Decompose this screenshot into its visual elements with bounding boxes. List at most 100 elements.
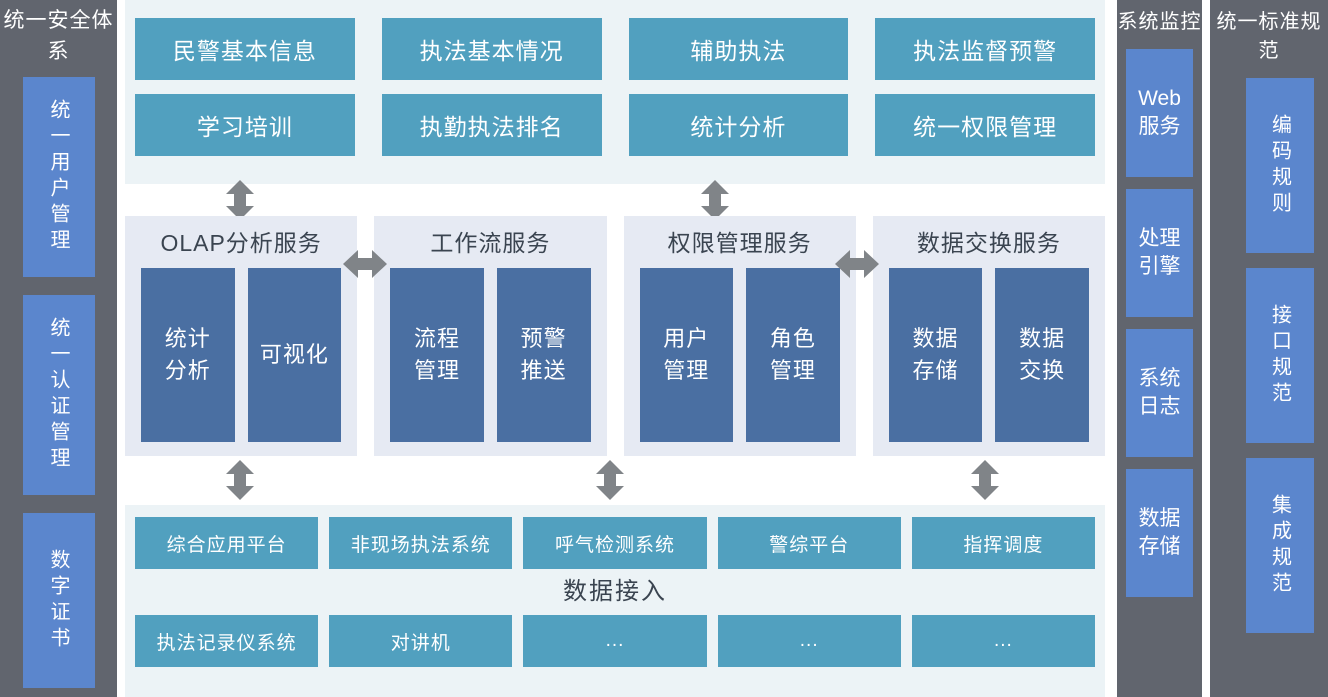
service-module-label: 角色管理 [769,326,816,383]
arrow-up-down-app-to-permission [700,180,730,220]
data-source-label: 执法记录仪系统 [156,632,297,654]
monitor-box-label: 数据存储 [1138,507,1181,558]
service-module-process-management[interactable]: 流程管理 [390,268,484,442]
service-module-label: 预警推送 [520,326,567,383]
arrow-left-right-olap-workflow [343,248,387,280]
app-box-label: 统一权限管理 [913,114,1058,140]
app-box-label: 学习培训 [196,114,293,140]
data-source-comprehensive-platform[interactable]: 综合应用平台 [135,517,319,569]
app-box-learning-training[interactable]: 学习培训 [135,94,355,156]
arrow-up-down-data-exchange-to-data [970,460,1000,500]
service-panel-title: 工作流服务 [430,230,551,256]
standard-box-interface-spec[interactable]: 接口规范 [1246,268,1314,443]
service-module-label: 统计分析 [164,326,211,383]
data-access-row-bottom: 执法记录仪系统 对讲机 ... ... ... [135,615,1095,667]
unified-standard-column: 统一标准规范 编码规则 接口规范 集成规范 [1210,0,1328,697]
standard-column-title: 统一标准规范 [1216,11,1322,62]
data-access-row-top: 综合应用平台 非现场执法系统 呼气检测系统 警综平台 指挥调度 [135,517,1095,569]
service-module-label: 数据存储 [912,326,959,383]
app-box-statistical-analysis[interactable]: 统计分析 [628,94,849,156]
app-box-enforcement-basics[interactable]: 执法基本情况 [381,18,602,80]
security-box-label: 数字证书 [47,548,69,653]
data-source-command-dispatch[interactable]: 指挥调度 [911,517,1095,569]
data-source-placeholder-2[interactable]: ... [717,615,901,667]
app-box-enforcement-supervision-alert[interactable]: 执法监督预警 [875,18,1095,80]
service-layer: OLAP分析服务 统计分析 可视化 工作流服务 流程管理 预警推送 权限管理服务… [125,216,1105,456]
service-panel-workflow: 工作流服务 流程管理 预警推送 [374,216,607,456]
left-security-column: 统一安全体系 统一用户管理 统一认证管理 数字证书 [0,0,117,697]
left-column-title: 统一安全体系 [3,9,114,63]
service-panel-title: OLAP分析服务 [160,230,322,256]
app-box-duty-enforcement-ranking[interactable]: 执勤执法排名 [381,94,602,156]
app-box-label: 执法监督预警 [913,38,1058,64]
app-box-unified-permission-management[interactable]: 统一权限管理 [875,94,1095,156]
service-module-user-management[interactable]: 用户管理 [639,268,734,442]
app-box-label: 执法基本情况 [419,38,564,64]
service-module-data-storage[interactable]: 数据存储 [888,268,983,442]
data-source-label: 对讲机 [390,632,451,654]
center-stack: 民警基本信息 执法基本情况 辅助执法 执法监督预警 学习培训 执勤执法排名 统计… [125,0,1110,697]
service-module-group: 流程管理 预警推送 [390,268,591,442]
app-box-label: 辅助执法 [690,38,787,64]
data-source-label: 警综平台 [769,534,850,556]
app-box-assisted-enforcement[interactable]: 辅助执法 [628,18,849,80]
data-source-label: 指挥调度 [963,534,1044,556]
service-module-group: 数据存储 数据交换 [888,268,1089,442]
service-module-data-exchange[interactable]: 数据交换 [995,268,1089,442]
app-box-label: 执勤执法排名 [419,114,564,140]
monitor-box-data-storage[interactable]: 数据存储 [1126,469,1193,597]
data-source-placeholder-3[interactable]: ... [911,615,1095,667]
app-box-label: 民警基本信息 [172,38,317,64]
data-source-placeholder-1[interactable]: ... [523,615,707,667]
security-box-label: 统一认证管理 [47,317,69,473]
monitor-column-title: 系统监控 [1117,11,1202,33]
service-module-label: 流程管理 [414,326,461,383]
application-layer-grid: 民警基本信息 执法基本情况 辅助执法 执法监督预警 学习培训 执勤执法排名 统计… [135,18,1095,156]
service-module-statistical-analysis[interactable]: 统计分析 [141,268,235,442]
data-source-law-enforcement-recorder-system[interactable]: 执法记录仪系统 [135,615,319,667]
service-module-role-management[interactable]: 角色管理 [746,268,840,442]
arrow-left-right-permission-data-exchange [835,248,879,280]
security-box-unified-auth-management[interactable]: 统一认证管理 [22,295,95,495]
data-source-label: 非现场执法系统 [350,534,491,556]
service-module-visualization[interactable]: 可视化 [247,268,342,442]
security-box-digital-certificate[interactable]: 数字证书 [22,513,95,688]
standard-box-integration-spec[interactable]: 集成规范 [1246,458,1314,633]
service-module-group: 用户管理 角色管理 [639,268,840,442]
service-module-group: 统计分析 可视化 [141,268,342,442]
data-source-label: 呼气检测系统 [554,534,675,556]
data-source-offsite-enforcement-system[interactable]: 非现场执法系统 [329,517,513,569]
service-panel-permission: 权限管理服务 用户管理 角色管理 [623,216,856,456]
standard-box-label: 接口规范 [1268,303,1291,408]
standard-box-label: 集成规范 [1268,493,1291,598]
data-access-layer-panel: 综合应用平台 非现场执法系统 呼气检测系统 警综平台 指挥调度 数据接入 执法记… [125,505,1105,697]
arrow-up-down-olap-to-data [225,460,255,500]
data-source-breath-test-system[interactable]: 呼气检测系统 [523,517,707,569]
data-source-label: ... [993,630,1013,651]
arrow-up-down-permission-to-data [595,460,625,500]
monitor-box-processing-engine[interactable]: 处理引擎 [1126,189,1193,317]
data-source-label: ... [605,630,625,651]
data-access-label: 数据接入 [563,578,667,605]
data-source-walkie-talkie[interactable]: 对讲机 [329,615,513,667]
arrow-up-down-app-to-olap [225,180,255,220]
service-panel-title: 数据交换服务 [916,230,1061,256]
standard-box-coding-rules[interactable]: 编码规则 [1246,78,1314,253]
monitor-box-system-log[interactable]: 系统日志 [1126,329,1193,457]
monitor-box-label: 系统日志 [1138,367,1181,418]
data-source-label: ... [799,630,819,651]
data-source-police-integrated-platform[interactable]: 警综平台 [717,517,901,569]
app-box-police-basic-info[interactable]: 民警基本信息 [135,18,355,80]
security-box-label: 统一用户管理 [47,99,69,255]
service-panel-title: 权限管理服务 [667,230,812,256]
security-box-unified-user-management[interactable]: 统一用户管理 [22,77,95,277]
data-source-label: 综合应用平台 [166,534,287,556]
service-module-label: 数据交换 [1019,326,1066,383]
service-module-label: 可视化 [259,342,329,367]
service-module-label: 用户管理 [663,326,710,383]
service-module-alert-push[interactable]: 预警推送 [496,268,591,442]
